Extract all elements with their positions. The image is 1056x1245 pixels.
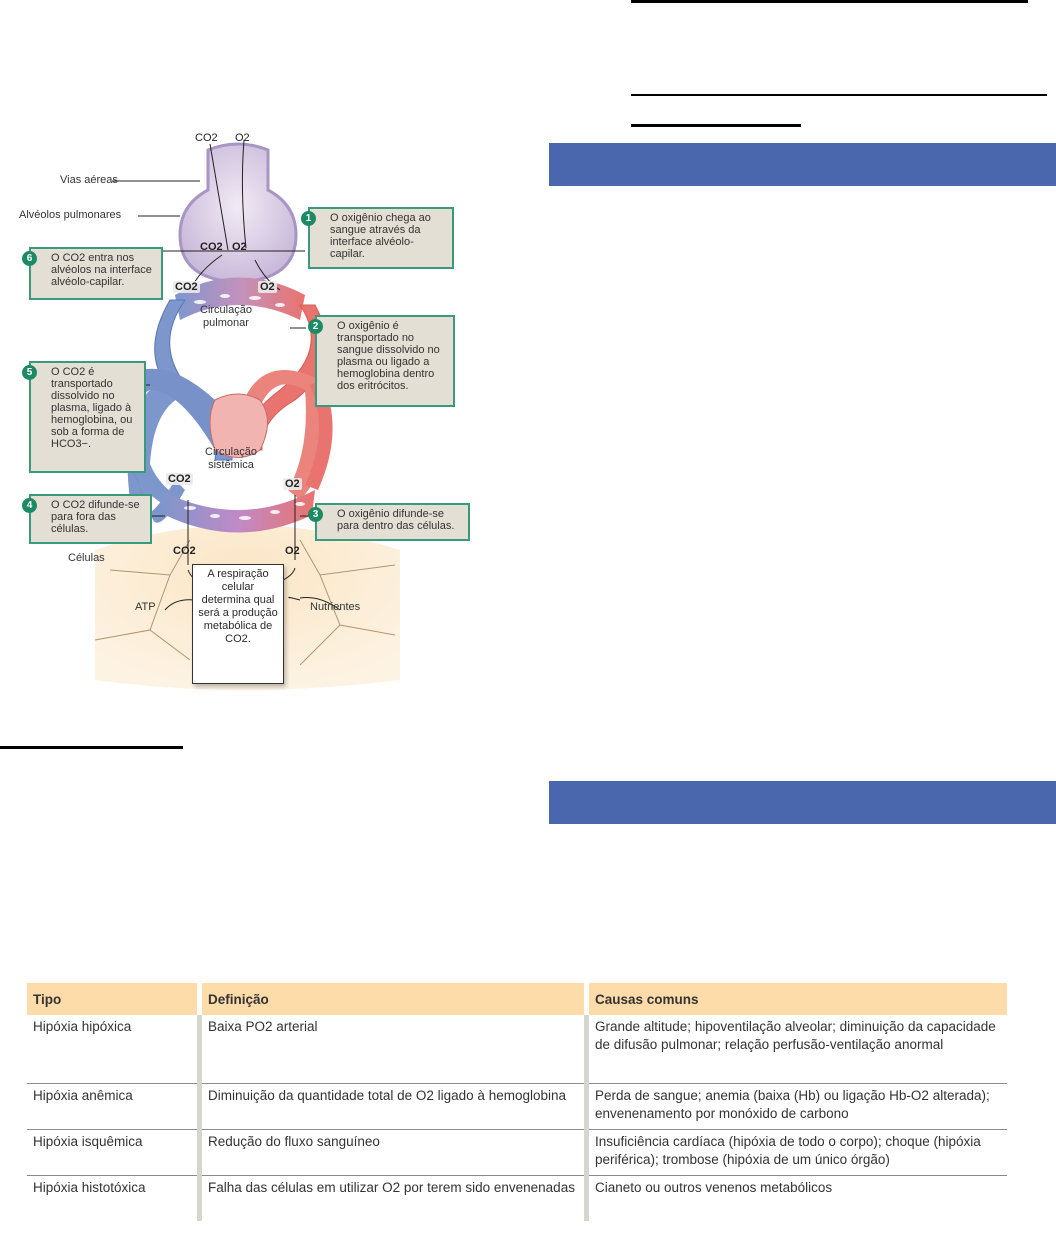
header-causes: Causas comuns bbox=[584, 983, 1007, 1015]
pulmonary-o2-label: O2 bbox=[258, 281, 277, 293]
blank-line-2 bbox=[631, 94, 1047, 96]
step-badge-6: 6 bbox=[22, 251, 37, 266]
airways-label: Vias aéreas bbox=[60, 174, 118, 186]
table-header-row: Tipo Definição Causas comuns bbox=[27, 983, 1007, 1015]
step-badge-4: 4 bbox=[22, 498, 37, 513]
cellular-respiration-text: A respiração celular determina qual será… bbox=[198, 568, 278, 645]
gas-exchange-diagram: CO2 O2 Vias aéreas Alvéolos pulmonares C… bbox=[0, 120, 480, 690]
cell-definition: Falha das células em utilizar O2 por ter… bbox=[197, 1175, 587, 1221]
cell-causes: Insuficiência cardíaca (hipóxia de todo … bbox=[584, 1129, 1007, 1176]
nutrients-label: Nutrientes bbox=[310, 601, 361, 613]
step-badge-2: 2 bbox=[308, 319, 323, 334]
callout-3: 3 O oxigênio difunde-se para dentro das … bbox=[308, 503, 470, 541]
cells-label: Células bbox=[68, 552, 105, 564]
header-definition: Definição bbox=[197, 983, 587, 1015]
cell-type: Hipóxia anêmica bbox=[27, 1083, 200, 1130]
cell-type: Hipóxia histotóxica bbox=[33, 1179, 146, 1195]
pulmonary-circulation-label: Circulação pulmonar bbox=[200, 304, 252, 330]
section-header-bar-2 bbox=[549, 781, 1056, 824]
callout-6-text: O CO2 entra nos alvéolos na interface al… bbox=[51, 252, 152, 288]
callout-4: 4 O CO2 difunde-se para fora das células… bbox=[22, 494, 152, 544]
table-row: Hipóxia histotóxica Falha das células em… bbox=[27, 1175, 1007, 1221]
pulmonary-circulation-line1: Circulação bbox=[200, 304, 252, 316]
systemic-o2-label: O2 bbox=[283, 478, 302, 490]
step-badge-1: 1 bbox=[301, 211, 316, 226]
table-row: Hipóxia anêmica Diminuição da quantidade… bbox=[27, 1083, 1007, 1130]
pulmonary-circulation-line2: pulmonar bbox=[203, 317, 249, 329]
cell-causes: Grande altitude; hipoventilação alveolar… bbox=[584, 1015, 1007, 1084]
callout-1-text: O oxigênio chega ao sangue através da in… bbox=[330, 212, 431, 260]
systemic-capillaries bbox=[160, 490, 315, 533]
cell-definition: Diminuição da quantidade total de O2 lig… bbox=[197, 1083, 587, 1130]
alveolus bbox=[178, 142, 298, 284]
callout-2: 2 O oxigênio é transportado no sangue di… bbox=[308, 315, 455, 407]
systemic-circulation-line2: sistêmica bbox=[208, 459, 254, 471]
blank-line-1 bbox=[631, 0, 1028, 3]
callout-4-text: O CO2 difunde-se para fora das células. bbox=[51, 499, 140, 535]
blank-line-4 bbox=[0, 746, 183, 749]
systemic-circulation-line1: Circulação bbox=[205, 446, 257, 458]
alveolus-co2-label: CO2 bbox=[200, 241, 223, 253]
pulmonary-co2-label: CO2 bbox=[173, 281, 200, 293]
alveolus-o2-label: O2 bbox=[232, 241, 247, 253]
callout-2-text: O oxigênio é transportado no sangue diss… bbox=[337, 320, 440, 392]
alveoli-label: Alvéolos pulmonares bbox=[19, 209, 122, 221]
cell-type: Hipóxia hipóxica bbox=[27, 1015, 200, 1084]
callout-5-text: O CO2 é transportado dissolvido no plasm… bbox=[51, 366, 133, 450]
step-badge-5: 5 bbox=[22, 365, 37, 380]
step-badge-3: 3 bbox=[308, 507, 323, 522]
cell-definition: Baixa PO2 arterial bbox=[197, 1015, 587, 1084]
callout-3-text: O oxigênio difunde-se para dentro das cé… bbox=[337, 508, 455, 532]
callout-1: 1 O oxigênio chega ao sangue através da … bbox=[301, 207, 454, 269]
cellular-respiration-box: A respiração celular determina qual será… bbox=[192, 564, 284, 684]
header-type: Tipo bbox=[27, 983, 200, 1015]
atp-label: ATP bbox=[135, 601, 156, 613]
exhaled-co2-label: CO2 bbox=[195, 132, 218, 144]
cell-type: Hipóxia isquêmica bbox=[27, 1129, 200, 1176]
cell-o2-label: O2 bbox=[285, 545, 300, 557]
cell-causes: Cianeto ou outros venenos metabólicos bbox=[584, 1175, 1007, 1221]
table-row: Hipóxia hipóxica Baixa PO2 arterial Gran… bbox=[27, 1015, 1007, 1084]
systemic-circulation-label: Circulação sistêmica bbox=[205, 446, 257, 472]
table-row: Hipóxia isquêmica Redução do fluxo sangu… bbox=[27, 1129, 1007, 1176]
inhaled-o2-label: O2 bbox=[235, 132, 250, 144]
cell-causes: Perda de sangue; anemia (baixa (Hb) ou l… bbox=[584, 1083, 1007, 1130]
cell-co2-label: CO2 bbox=[173, 545, 196, 557]
blank-line-3 bbox=[631, 124, 801, 127]
section-header-bar-1 bbox=[549, 143, 1056, 186]
hypoxia-types-table: Tipo Definição Causas comuns Hipóxia hip… bbox=[27, 983, 1007, 1221]
callout-6: 6 O CO2 entra nos alvéolos na interface … bbox=[22, 247, 163, 300]
heart bbox=[209, 393, 268, 458]
callout-5: 5 O CO2 é transportado dissolvido no pla… bbox=[22, 361, 146, 473]
systemic-co2-label: CO2 bbox=[166, 473, 193, 485]
cell-definition: Redução do fluxo sanguíneo bbox=[197, 1129, 587, 1176]
